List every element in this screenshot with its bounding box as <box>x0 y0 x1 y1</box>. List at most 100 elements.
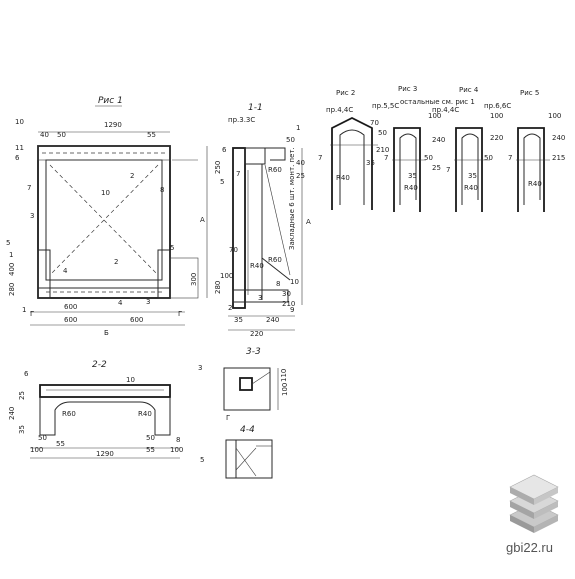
detail-dim: 35 <box>468 172 477 180</box>
detail-dim: 210 <box>376 146 389 154</box>
sec33-dim: 100 <box>281 383 289 396</box>
sec11-dim: 35 <box>234 316 243 324</box>
sec22-dim: 55 <box>56 440 65 448</box>
figure-1: Рис 1 1290 40 50 55 600 600 600 Б Г <box>6 96 208 337</box>
detail-dim: 100 <box>490 112 503 120</box>
sec11-dim: R40 <box>250 262 264 270</box>
fig1-dim-55: 55 <box>147 131 156 139</box>
sec22-callout: 10 <box>126 376 135 384</box>
fig1-callout: 11 <box>15 144 24 152</box>
sec11-dim: 240 <box>266 316 279 324</box>
detail-callout: 7 <box>508 154 512 162</box>
detail-fig2-note: пр.4,4С <box>326 106 353 114</box>
sec22-dim: 35 <box>18 425 26 434</box>
section-4-4: 4-4 5 <box>200 425 273 479</box>
detail-dim: 50 <box>424 154 433 162</box>
detail-mid-note: остальные см. рис 1 <box>400 98 475 106</box>
detail-dim: 240 <box>552 134 565 142</box>
detail-mid-note2: пр.4,4С <box>432 106 459 114</box>
detail-dim: 100 <box>548 112 561 120</box>
detail-dims: 70 50 210 35 R40 100 50 240 25 35 R40 50… <box>336 112 565 192</box>
sec33-callout: Г <box>226 414 230 422</box>
detail-fig3-title: Рис 3 <box>398 85 417 93</box>
sec44-callout: 5 <box>200 456 204 464</box>
sec11-callout: 8 <box>276 280 280 288</box>
fig1-callout: 6 <box>15 154 20 162</box>
detail-callout: 7 <box>318 154 322 162</box>
detail-dim: 240 <box>432 136 445 144</box>
fig1-callouts: 10 11 6 7 2 8 10 5 1 4 2 3 1 4 3 5 <box>6 118 174 314</box>
sec22-dim: R40 <box>138 410 152 418</box>
detail-dim: R40 <box>404 184 418 192</box>
fig1-dim-280: 280 <box>8 283 16 296</box>
fig1-overall: Б <box>104 329 109 337</box>
sec11-dim: R60 <box>268 256 282 264</box>
section-2-2: 2-2 1290 240 25 35 50 100 55 50 55 100 R… <box>8 360 183 459</box>
brand-logo: gbi22.ru <box>506 474 559 555</box>
sec22-dim: 25 <box>18 391 26 400</box>
sec11-dim: 250 <box>214 161 222 174</box>
sec11-dim: 10 <box>290 278 299 286</box>
sec22-dim: R60 <box>62 410 76 418</box>
fig1-callout: 4 <box>63 267 68 275</box>
sec11-title: 1-1 <box>248 103 263 113</box>
detail-dim: 50 <box>484 154 493 162</box>
site-name: gbi22.ru <box>506 540 553 555</box>
sec22-width: 1290 <box>96 450 114 458</box>
fig1-callout: 8 <box>160 186 164 194</box>
detail-figures: Рис 2 Рис 3 Рис 4 Рис 5 пр.4,4С пр.5,5С … <box>318 85 565 212</box>
fig1-dim-400: 400 <box>8 263 16 276</box>
fig1-callout: 3 <box>30 212 34 220</box>
fig1-dim-600-left: 600 <box>64 316 77 324</box>
sec11-side-letter: А <box>306 218 311 226</box>
sec11-callout: 5 <box>220 178 224 186</box>
sec11-callouts: 1 6 5 7 2 8 3 9 <box>220 124 300 314</box>
detail-dim: 100 <box>428 112 441 120</box>
fig1-top-width: 1290 <box>104 121 122 129</box>
sec22-dim: 55 <box>146 446 155 454</box>
fig1-callout: 2 <box>130 172 134 180</box>
detail-dim: R40 <box>336 174 350 182</box>
detail-fig3-note: пр.5,5С <box>372 102 399 110</box>
detail-dim: 35 <box>366 159 375 167</box>
sec11-note-top: пр.3.3С <box>228 116 255 124</box>
sec22-callout: 6 <box>24 370 29 378</box>
sec22-dim: 50 <box>38 434 47 442</box>
fig1-callout: 1 <box>22 306 26 314</box>
section-3-3: 3-3 100 110 3 Г <box>198 347 289 422</box>
sec11-dim: 30 <box>282 290 291 298</box>
section-1-1: 1-1 пр.3.3С Закладные 6 шт. монт. пет. А… <box>214 103 311 338</box>
sec11-callout: 7 <box>236 170 240 178</box>
sec11-dim: 70 <box>229 246 238 254</box>
detail-dim: R40 <box>464 184 478 192</box>
sec11-dim: 210 <box>282 300 295 308</box>
detail-callouts: 7 7 7 7 <box>318 154 512 174</box>
sec22-dims: 240 25 35 50 100 55 50 55 100 R60 R40 <box>8 391 183 454</box>
sec22-dim: 100 <box>170 446 183 454</box>
detail-fig5-title: Рис 5 <box>520 89 539 97</box>
fig1-dim-40: 40 <box>40 131 49 139</box>
fig1-callout: 10 <box>15 118 24 126</box>
detail-dim: R40 <box>528 180 542 188</box>
sec44-title: 4-4 <box>240 425 255 435</box>
fig1-side-letter: А <box>200 216 205 224</box>
sec11-dim: 25 <box>296 172 305 180</box>
sec22-dim: 100 <box>30 446 43 454</box>
fig1-callout: 2 <box>114 258 118 266</box>
sec22-dim: 240 <box>8 407 16 420</box>
detail-dim: 35 <box>408 172 417 180</box>
sec11-dim: 50 <box>286 136 295 144</box>
sec11-dim: 220 <box>250 330 263 338</box>
sec11-dim: 280 <box>214 281 222 294</box>
fig1-callout: 5 <box>6 239 10 247</box>
fig1-dim-300: 300 <box>190 273 198 286</box>
fig1-callout: 4 <box>118 299 123 307</box>
detail-fig2-title: Рис 2 <box>336 89 355 97</box>
detail-dim: 220 <box>490 134 503 142</box>
fig1-callout: 7 <box>27 184 31 192</box>
sec11-callout: 3 <box>258 294 262 302</box>
sec33-callout: 3 <box>198 364 202 372</box>
fig1-title: Рис 1 <box>98 96 123 106</box>
